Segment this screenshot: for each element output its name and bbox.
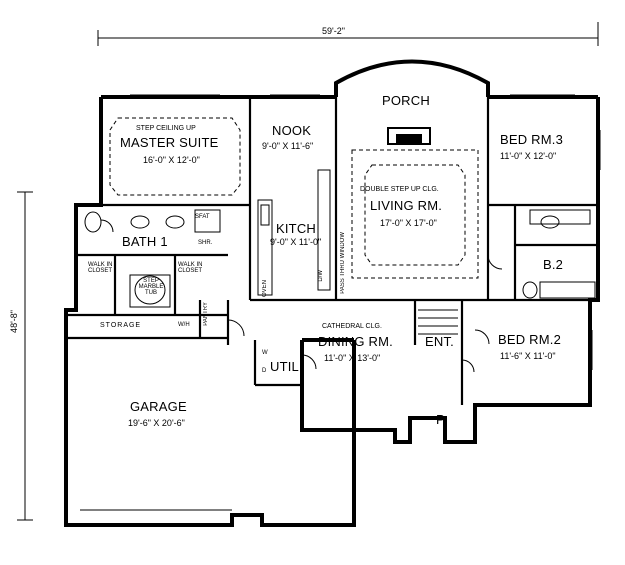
- washer-label: W: [262, 350, 268, 356]
- overall-depth-label: 48'-8": [9, 310, 19, 333]
- bed-rm-3-label: BED RM.3: [500, 132, 564, 147]
- entry-label: ENT.: [425, 334, 454, 349]
- bed-rm-2-label: BED RM.2: [498, 332, 562, 347]
- porch-label: PORCH: [382, 93, 430, 108]
- living-rm-size: 17'-0" X 17'-0": [380, 218, 437, 228]
- b2-label: B.2: [543, 257, 564, 272]
- width-dimension-line: [97, 22, 599, 46]
- window-marks: [130, 94, 601, 370]
- walk-in-closet-left-label: WALK IN CLOSET: [88, 262, 113, 274]
- pantry-label: PANTRY: [203, 302, 209, 326]
- door-swings: [100, 219, 503, 373]
- small-porch-label: P.: [436, 412, 448, 427]
- interior-walls: [66, 97, 598, 405]
- living-rm-label: LIVING RM.: [370, 198, 443, 213]
- kitchen-size: 9'-0" X 11'-0": [270, 237, 322, 247]
- sfat-label: SFAT: [195, 214, 210, 220]
- garage-size: 19'-6" X 20'-6": [128, 418, 185, 428]
- living-ceiling-note: DOUBLE STEP UP CLG.: [360, 186, 439, 193]
- kitchen-counters: [257, 169, 331, 296]
- master-suite-label: MASTER SUITE: [120, 135, 219, 150]
- garage-label: GARAGE: [130, 399, 187, 414]
- master-ceiling-note: STEP CEILING UP: [136, 125, 196, 132]
- walk-in-closet-right-label: WALK IN CLOSET: [178, 262, 203, 274]
- storage-label: STORAGE: [100, 322, 142, 329]
- ceiling-outlines: [109, 117, 479, 279]
- dining-ceiling-note: CATHEDRAL CLG.: [322, 323, 382, 330]
- util-label: UTIL.: [270, 359, 303, 374]
- depth-dimension-line: [17, 191, 33, 521]
- entry-stairs: [418, 309, 458, 335]
- master-suite-size: 16'-0" X 12'-0": [143, 155, 200, 165]
- oven-label: OVEN: [262, 280, 268, 298]
- dryer-label: D: [262, 368, 267, 374]
- bath-1-label: BATH 1: [122, 234, 168, 249]
- dishwasher-label: D/W: [318, 270, 324, 282]
- water-heater-label: W/H: [178, 322, 190, 328]
- bath-fixtures: [84, 209, 596, 308]
- overall-width-label: 59'-2": [322, 26, 345, 36]
- dining-rm-label: DINING RM.: [318, 334, 393, 349]
- kitchen-label: KITCH: [276, 221, 316, 236]
- exterior-walls: [64, 59, 600, 527]
- bed-rm-2-size: 11'-6" X 11'-0": [500, 351, 556, 361]
- fireplace: [387, 127, 431, 145]
- pass-thru-window-label: PASS THRU WINDOW: [340, 232, 346, 294]
- bed-rm-3-size: 11'-0" X 12'-0": [500, 151, 557, 161]
- nook-size: 9'-0" X 11'-6": [262, 141, 314, 151]
- nook-label: NOOK: [272, 123, 312, 138]
- shower-label: SHR.: [198, 240, 213, 246]
- dining-rm-size: 11'-0" X 13'-0": [324, 353, 381, 363]
- marble-tub-label: STEP MARBLE TUB: [138, 278, 164, 296]
